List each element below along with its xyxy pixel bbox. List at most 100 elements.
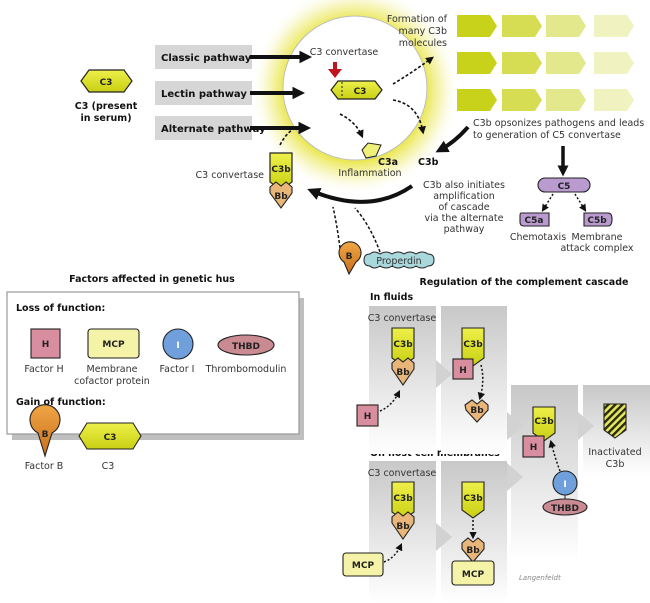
c3-serum-caption-1: C3 (present — [75, 101, 138, 112]
c5b-molecule: C5b — [583, 212, 613, 227]
fluid-c3b-label: C3b — [393, 340, 413, 350]
c5a-label: C5a — [525, 216, 544, 226]
amplify-text-5: pathway — [444, 224, 485, 235]
c3b-molecule-arrow — [594, 89, 634, 111]
membrane-arrow-mcp — [383, 542, 403, 563]
circle-convertase-label: C3 convertase — [310, 47, 379, 58]
legend-h-symbol: H — [42, 340, 50, 350]
c5-label: C5 — [558, 182, 571, 192]
shared-thbd-molecule: THBD — [542, 498, 588, 516]
legend-c3: C3 C3 — [78, 422, 142, 472]
left-convertase-molecule: C3b Bb — [269, 152, 293, 209]
membrane-label-2: attack complex — [560, 243, 633, 254]
opsonize-text-1: C3b opsonizes pathogens and leads — [473, 118, 644, 129]
amplify-text-4: via the alternate — [425, 213, 504, 224]
arrow-to-c3a — [339, 113, 364, 139]
amplify-text-2: amplification — [433, 191, 495, 202]
c3-serum-caption-2: in serum) — [80, 113, 131, 124]
inflammation-label: Inflammation — [338, 168, 401, 179]
legend-i-symbol: I — [176, 341, 179, 351]
pathway-lectin-label: Lectin pathway — [161, 89, 247, 100]
legend-mcp: MCP Membrane cofactor protein — [74, 328, 150, 387]
legend-b-caption: Factor B — [25, 461, 64, 472]
membrane2-mcp-label: MCP — [462, 570, 485, 580]
chevron-2 — [507, 412, 523, 440]
c3b-h-i-complex: C3b H — [522, 406, 556, 458]
shared-c3b-label: C3b — [534, 417, 554, 427]
c3-serum-label: C3 — [100, 78, 113, 88]
circle-c3-molecule: C3 — [330, 80, 383, 100]
gain-heading: Gain of function: — [16, 397, 106, 408]
chevron-4 — [436, 523, 452, 551]
fluid-convertase-label: C3 convertase — [368, 313, 437, 324]
c3b-molecule-arrow — [546, 89, 586, 111]
legend-thbd: THBD Thrombomodulin — [205, 334, 287, 375]
inactivated-label-2: C3b — [606, 459, 625, 470]
inactivated-label-1: Inactivated — [588, 447, 641, 458]
pathway-alternate: Alternate pathway — [155, 116, 266, 140]
legend-factor-i: I Factor I — [160, 328, 195, 375]
fluid-released-bb: Bb — [464, 399, 489, 423]
membrane-mcp-label: MCP — [352, 561, 375, 571]
factor-b-molecule: B — [338, 241, 362, 276]
membrane-c3b-molecule: C3b — [461, 481, 485, 519]
properdin-label: Properdin — [376, 256, 421, 267]
fluid-convertase-molecule: C3b Bb — [391, 327, 415, 386]
c3b-molecules-grid — [457, 15, 634, 111]
arrow-to-formation — [392, 56, 434, 85]
c5a-molecule: C5a — [519, 212, 550, 227]
left-convertase-label: C3 convertase — [196, 170, 265, 181]
amplification-arrow — [307, 184, 414, 204]
shared-i-molecule: I — [552, 470, 578, 496]
left-c3b-label: C3b — [271, 165, 291, 175]
circle-c3-label: C3 — [354, 87, 367, 97]
membrane2-bb-label: Bb — [466, 546, 480, 556]
shared-i-label: I — [563, 480, 566, 490]
c3a-fragment — [361, 142, 382, 159]
opsonize-arrow — [435, 125, 470, 153]
red-arrow-icon — [328, 62, 342, 78]
c3b-molecule-arrow — [502, 52, 542, 74]
formation-text-2: many C3b — [399, 26, 447, 37]
fluids-heading: In fluids — [370, 292, 413, 303]
artist-signature: Langenfeldt — [519, 574, 561, 582]
c5b-label: C5b — [587, 216, 607, 226]
fluid-arrow-h — [379, 389, 401, 412]
inactivated-c3b — [603, 403, 627, 439]
c3b-label: C3b — [418, 157, 439, 168]
properdin-molecule: Properdin — [363, 251, 435, 269]
formation-text-1: Formation of — [387, 14, 448, 25]
fluid2-bb-label: Bb — [470, 406, 484, 416]
fluid-h-label: H — [364, 412, 372, 422]
legend-h-caption: Factor H — [24, 364, 63, 375]
arrow-to-c5b — [574, 193, 587, 212]
factor-b-label: B — [346, 252, 353, 262]
legend-c3-caption: C3 — [102, 461, 115, 472]
factors-panel-title: Factors affected in genetic hus — [69, 274, 235, 285]
c3b-molecule-arrow — [457, 52, 497, 74]
fluid2-c3b-label: C3b — [463, 340, 483, 350]
legend-mcp-symbol: MCP — [102, 340, 125, 350]
c3b-molecule-arrow — [546, 15, 586, 37]
c3a-label: C3a — [378, 157, 398, 168]
legend-mcp-caption-1: Membrane — [87, 364, 138, 375]
c5-molecule: C5 — [537, 177, 591, 193]
legend-thbd-symbol: THBD — [232, 342, 260, 352]
amplify-text-1: C3b also initiates — [423, 180, 505, 191]
arrow-to-c3b — [392, 99, 426, 135]
membrane-label-1: Membrane — [572, 232, 623, 243]
c3b-molecule-arrow — [457, 89, 497, 111]
regulation-title: Regulation of the complement cascade — [420, 277, 629, 288]
legend-factor-h: H Factor H — [24, 328, 64, 375]
formation-text-3: molecules — [399, 38, 447, 49]
legend-b-symbol: B — [42, 430, 49, 440]
membrane-bb-label: Bb — [396, 522, 410, 532]
legend-c3-symbol: C3 — [104, 433, 117, 443]
fluid-c3b-h-complex: C3b H — [452, 327, 485, 380]
legend-thbd-caption: Thrombomodulin — [205, 364, 287, 375]
fluid-h-molecule: H — [356, 404, 379, 427]
chevron-5 — [507, 463, 523, 491]
c3b-molecule-arrow — [502, 89, 542, 111]
legend-i-caption: Factor I — [160, 364, 195, 375]
